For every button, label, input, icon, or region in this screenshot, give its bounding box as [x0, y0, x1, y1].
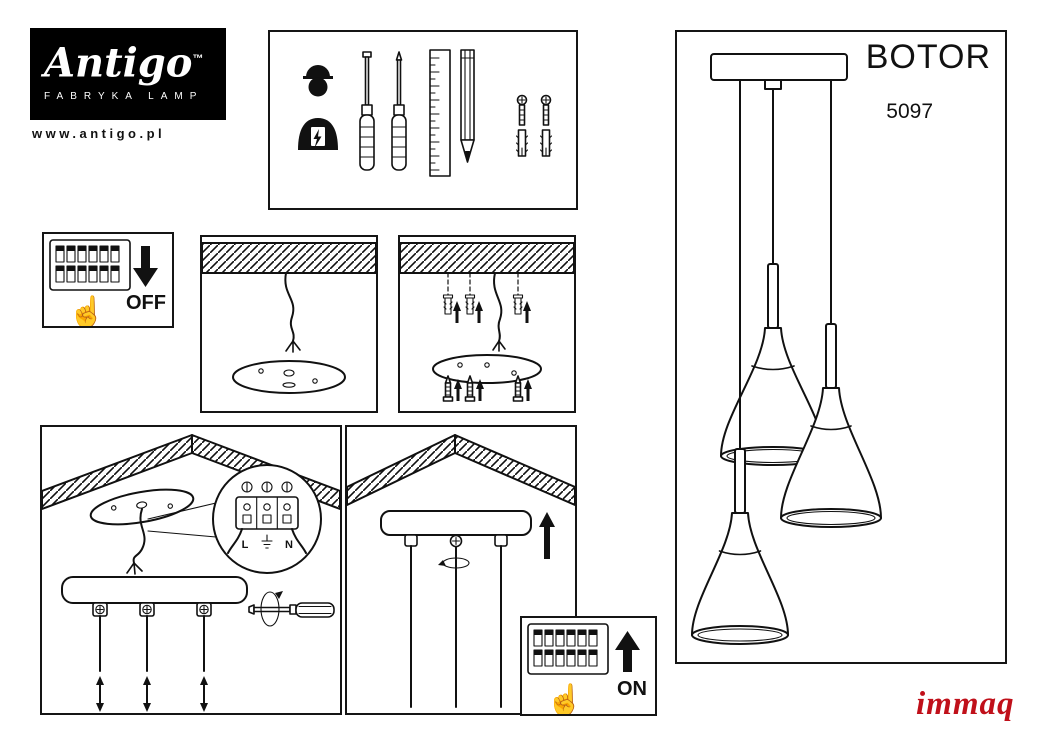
cord-grip	[196, 602, 212, 672]
power-on-panel: ☝ ON	[520, 616, 657, 716]
wall-anchor-icon	[442, 294, 461, 323]
rotation-arrow-icon	[438, 557, 470, 569]
worker-icon	[298, 65, 338, 150]
mains-wire	[492, 272, 506, 352]
pendant-left	[691, 79, 789, 645]
cord-grip	[92, 602, 108, 672]
mounting-plate	[232, 360, 346, 394]
screwdriver-icon	[248, 591, 335, 627]
hand-pointer-icon: ☝	[546, 681, 583, 714]
hand-pointer-icon: ☝	[68, 293, 105, 326]
ceiling-wire-panel	[200, 235, 378, 413]
ceiling-canopy	[710, 53, 848, 90]
cord-grip	[404, 534, 418, 708]
phillips-screwdriver-icon	[391, 51, 407, 171]
wall-anchor-icon	[512, 294, 531, 323]
watermark: immaq	[916, 686, 1015, 722]
arrow-down-icon	[133, 246, 158, 287]
wall-plug-icon	[515, 94, 529, 157]
brand-tagline: FABRYKA LAMP	[44, 91, 204, 103]
product-panel: BOTOR 5097	[675, 30, 1007, 664]
power-off-panel: ☝ OFF	[42, 232, 174, 328]
roof-hatch-left	[347, 434, 456, 506]
anchors-panel	[398, 235, 576, 413]
cord-grip	[139, 602, 155, 672]
power-on-illustration: ☝	[527, 623, 640, 714]
terminal-wires	[227, 528, 307, 554]
double-arrow-icon	[200, 676, 208, 712]
mains-wire	[126, 508, 146, 575]
anchors-illustration	[400, 242, 574, 402]
flat-screwdriver-icon	[359, 51, 375, 171]
pendant-middle	[720, 88, 826, 466]
trademark-symbol: ™	[192, 53, 204, 65]
screw-icon	[512, 375, 532, 402]
arrow-up-icon	[539, 512, 555, 559]
tools-panel	[268, 30, 578, 210]
screw-icon	[442, 375, 462, 402]
canopy-side-view	[61, 576, 248, 604]
logo-box: Antigo™ FABRYKA LAMP	[30, 28, 226, 120]
terminal-block	[235, 496, 299, 530]
brand-name: Antigo™	[44, 39, 204, 87]
wiring-illustration: L N	[42, 434, 340, 712]
wall-anchor-icon	[464, 294, 483, 323]
double-arrow-icon	[96, 676, 104, 712]
arrow-up-icon	[615, 631, 640, 672]
terminal-detail-circle: L N	[212, 464, 322, 574]
pencil-icon	[460, 49, 475, 163]
canopy-attach-illustration	[347, 434, 575, 708]
power-off-illustration: ☝	[49, 239, 158, 326]
ceiling-hatch	[202, 242, 376, 274]
earth-symbol-icon	[261, 534, 273, 549]
ruler-icon	[429, 49, 451, 177]
breaker-box-icon	[49, 239, 131, 291]
mounting-plate	[432, 354, 542, 384]
wiring-panel: L N	[40, 425, 342, 715]
screw-icon	[464, 375, 484, 402]
wall-plug-icon	[539, 94, 553, 157]
rotation-arrow-icon	[260, 591, 283, 627]
center-screw-icon	[438, 534, 470, 708]
power-on-label: ON	[617, 678, 647, 700]
tools-illustration	[298, 49, 553, 177]
lamp-illustration	[691, 53, 882, 645]
cord-grip	[494, 534, 508, 708]
roof-hatch-right	[454, 434, 575, 506]
mains-wire	[284, 272, 301, 353]
drill-guide-lines	[447, 272, 519, 296]
brand-website: www.antigo.pl	[32, 126, 166, 141]
detail-callout-lines	[147, 502, 217, 538]
product-code: 5097	[886, 100, 933, 123]
double-arrow-icon	[143, 676, 151, 712]
breaker-box-icon	[527, 623, 609, 675]
mounting-plate	[89, 488, 195, 526]
terminal-label-neutral: N	[285, 539, 293, 551]
canopy-side-view	[380, 510, 532, 536]
ceiling-wire-illustration	[202, 242, 376, 394]
product-name: BOTOR	[865, 38, 991, 76]
ceiling-hatch	[400, 242, 574, 274]
power-off-label: OFF	[126, 292, 166, 314]
pendant-right	[780, 79, 882, 528]
terminal-label-live: L	[242, 539, 249, 551]
